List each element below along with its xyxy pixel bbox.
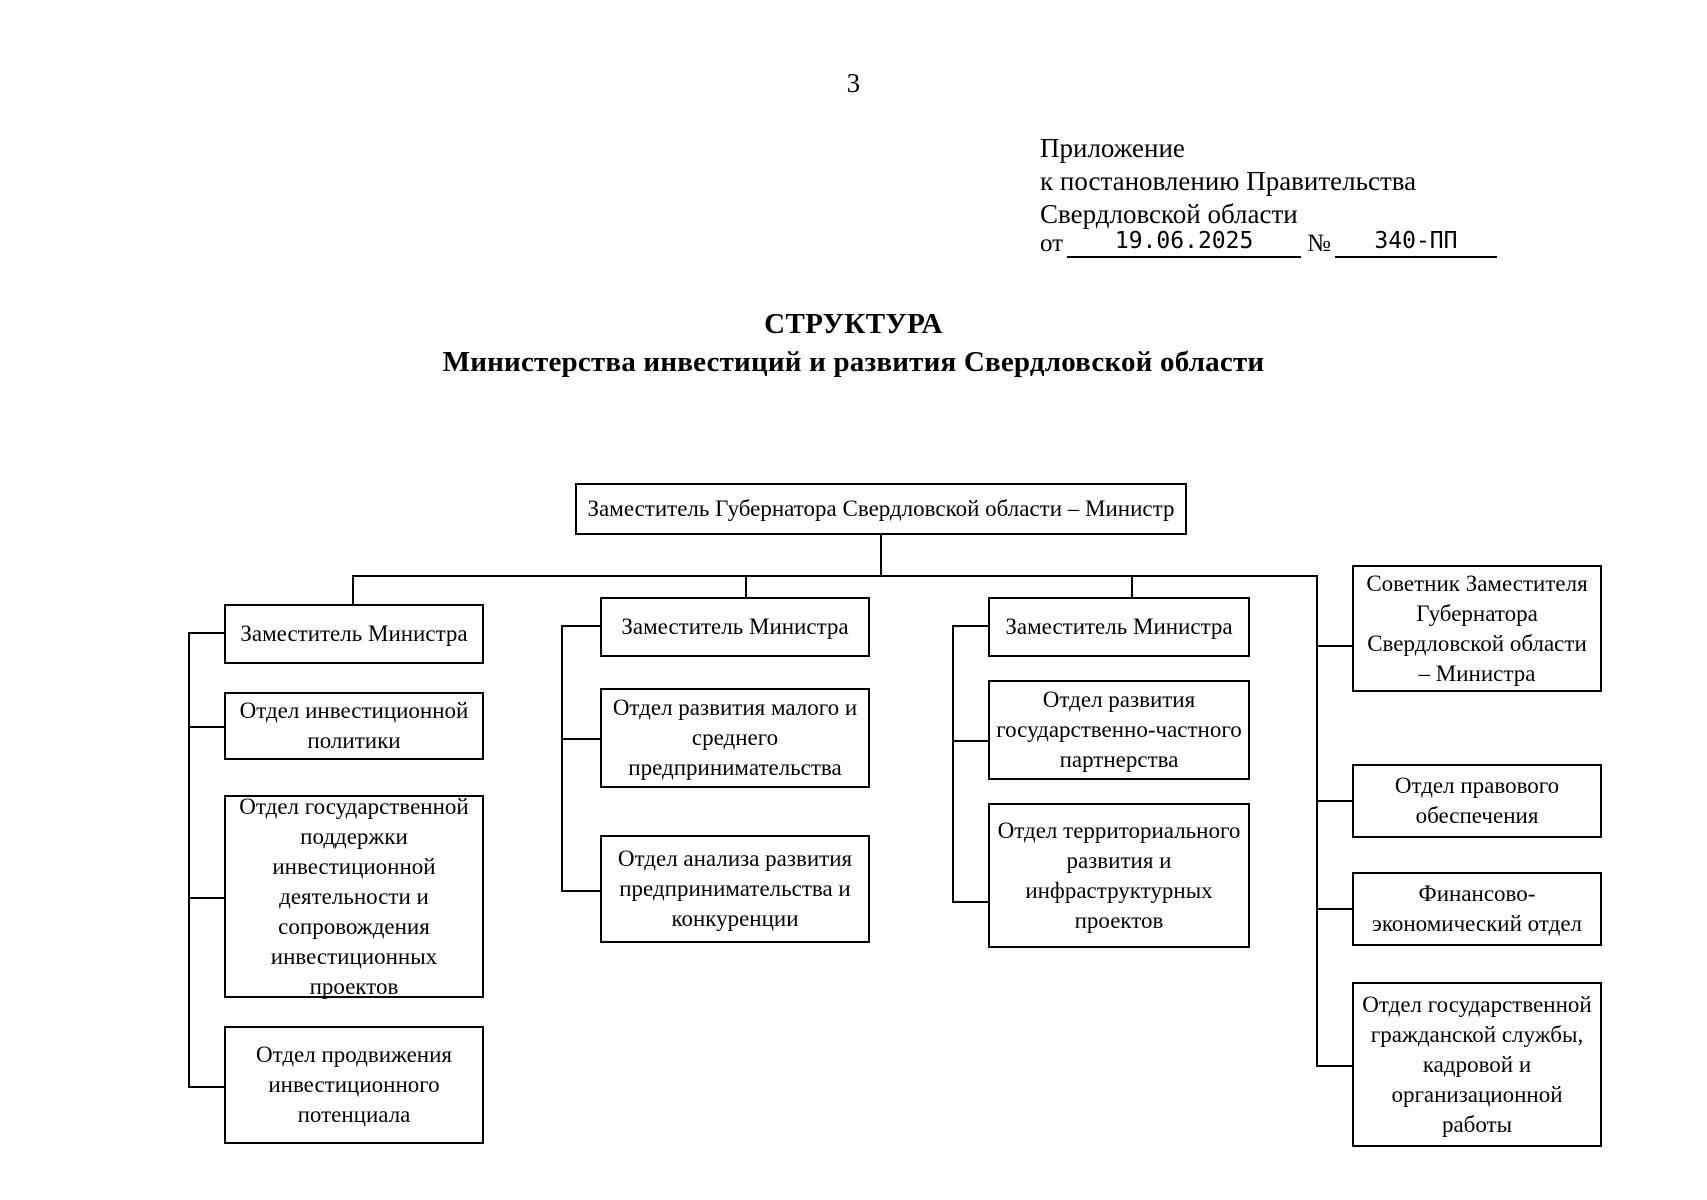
org-node-col4-head-label: Советник Заместителя Губернатора Свердло… [1366,570,1588,686]
org-node-col2-head-label: Заместитель Министра [621,614,849,639]
org-node-col1-item1: Отдел инвестиционной политики [224,692,484,760]
org-node-col1-head-label: Заместитель Министра [240,621,468,646]
connector-drop-col4 [1316,575,1318,647]
org-node-col4-item2: Финансово-экономический отдел [1352,872,1602,946]
org-node-col2-item1: Отдел развития малого и среднего предпри… [600,688,870,788]
org-node-col3-item1-label: Отдел развития государственно-частного п… [996,687,1242,772]
appendix-line-2: к постановлению Правительства [1040,166,1417,196]
connector-main-bus [352,575,1318,577]
org-node-col1-head: Заместитель Министра [224,604,484,664]
org-node-col4-item2-label: Финансово-экономический отдел [1371,881,1583,936]
connector-col1-to-head [188,632,224,634]
org-node-root-label: Заместитель Губернатора Свердловской обл… [587,496,1175,521]
org-node-col2-item2-label: Отдел анализа развития предпринимательст… [617,846,853,931]
connector-col3-spine [952,625,954,901]
connector-col2-spine [561,625,563,890]
connector-col4-to-item3 [1316,1065,1352,1067]
org-node-col1-item3-label: Отдел продвижения инвестиционного потенц… [255,1042,452,1127]
org-node-col4-item1-label: Отдел правового обеспечения [1394,773,1560,828]
org-node-col3-item2: Отдел территориального развития и инфрас… [988,803,1250,948]
connector-col3-to-head [952,625,988,627]
connector-col1-to-item2 [188,897,224,899]
org-node-col2-head: Заместитель Министра [600,597,870,657]
page-number: 3 [846,68,861,98]
org-node-col4-item3: Отдел государственной гражданской службы… [1352,982,1602,1147]
connector-col4-spine [1316,645,1318,1065]
connector-col1-to-item1 [188,726,224,728]
org-node-col1-item3: Отдел продвижения инвестиционного потенц… [224,1026,484,1144]
document-date-number-row: от 19.06.2025 № 340-ПП [1040,228,1497,258]
appendix-line-1: Приложение [1040,133,1185,163]
appendix-line-3: Свердловской области [1040,199,1298,229]
org-node-col1-item2: Отдел государственной поддержки инвестиц… [224,794,484,999]
appendix-header: Приложение к постановлению Правительства… [1040,132,1416,231]
number-value: 340-ПП [1334,228,1497,258]
connector-root-stem [880,535,882,577]
org-node-col4-item3-label: Отдел государственной гражданской службы… [1362,991,1592,1137]
org-node-col2-item1-label: Отдел развития малого и среднего предпри… [612,695,858,780]
connector-drop-col3 [1131,575,1133,612]
connector-col3-to-item1 [952,740,988,742]
connector-col4-to-head [1316,645,1352,647]
org-node-col3-item2-label: Отдел территориального развития и инфрас… [997,817,1241,933]
date-value: 19.06.2025 [1067,228,1302,258]
org-node-col1-item1-label: Отдел инвестиционной политики [239,698,469,753]
org-node-col3-item1: Отдел развития государственно-частного п… [988,680,1250,780]
connector-col2-to-item1 [561,738,600,740]
connector-col3-to-item2 [952,901,988,903]
connector-col4-to-item1 [1316,800,1352,802]
connector-drop-col1 [352,575,354,619]
org-node-col1-item2-label: Отдел государственной поддержки инвестиц… [239,793,469,999]
page-title: СТРУКТУРА [764,308,943,340]
connector-drop-col2 [745,575,747,612]
page-subtitle: Министерства инвестиций и развития Сверд… [442,346,1265,378]
org-node-col4-head: Советник Заместителя Губернатора Свердло… [1352,565,1602,692]
connector-col1-to-item3 [188,1086,224,1088]
org-node-col3-head: Заместитель Министра [988,597,1250,657]
number-label: № [1307,230,1331,257]
connector-col4-to-item2 [1316,908,1352,910]
connector-col1-spine [188,632,190,1086]
org-node-col3-head-label: Заместитель Министра [1005,614,1233,639]
org-node-col2-item2: Отдел анализа развития предпринимательст… [600,835,870,943]
org-node-col4-item1: Отдел правового обеспечения [1352,764,1602,838]
connector-col2-to-head [561,625,600,627]
connector-col2-to-item2 [561,890,600,892]
date-label: от [1040,230,1064,257]
org-node-root: Заместитель Губернатора Свердловской обл… [575,483,1187,535]
